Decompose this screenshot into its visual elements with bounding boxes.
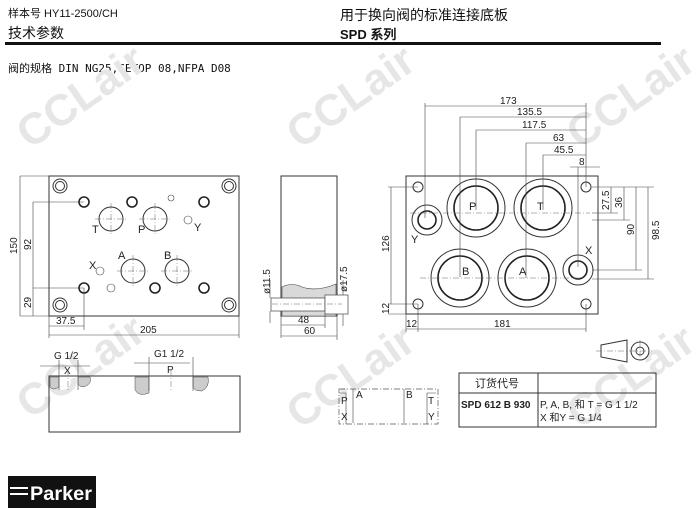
section-view: G 1/2 X G1 1/2 P (40, 349, 241, 433)
svg-text:A: A (356, 390, 363, 401)
port-label-t: T (537, 201, 544, 213)
series-title: SPD 系列 (340, 27, 397, 42)
port-label-y: Y (194, 222, 202, 234)
order-code: SPD 612 B 930 (461, 400, 531, 411)
order-table-header: 订货代号 (475, 376, 519, 390)
port-label-x: X (585, 245, 593, 257)
svg-text:92: 92 (23, 238, 34, 250)
svg-text:173: 173 (500, 96, 517, 107)
main-ports (95, 194, 193, 293)
order-spec-line2: X 和Y = G 1/4 (540, 412, 602, 424)
valve-spec: 阀的规格 DIN NG25,CETOP 08,NFPA D08 (8, 62, 231, 75)
svg-text:CCLair: CCLair (278, 35, 424, 158)
svg-text:Parker: Parker (30, 484, 93, 505)
svg-text:8: 8 (579, 157, 585, 168)
section-title: 技术参数 (8, 25, 64, 41)
thread-p: G1 1/2 (154, 349, 184, 360)
corner-bolt-holes (52, 178, 237, 313)
order-table: 订货代号 SPD 612 B 930 P, A, B, 和 T = G 1 1/… (458, 372, 657, 428)
catalog-number: 样本号 HY11-2500/CH (8, 8, 118, 20)
port-label-y: Y (411, 234, 419, 246)
header-rule (5, 42, 661, 45)
svg-text:12: 12 (406, 319, 418, 330)
svg-text:12: 12 (381, 302, 392, 314)
svg-text:135.5: 135.5 (517, 107, 542, 118)
svg-text:29: 29 (23, 296, 34, 308)
port-label-t: T (92, 224, 99, 236)
svg-text:CCLair: CCLair (278, 315, 424, 438)
svg-text:CCLair: CCLair (558, 35, 700, 158)
svg-text:P: P (341, 396, 348, 407)
port-label-a: A (519, 266, 527, 278)
port-p: P (167, 365, 174, 376)
svg-text:CCLair: CCLair (8, 35, 154, 158)
svg-text:90: 90 (626, 223, 637, 235)
svg-text:X: X (341, 412, 348, 423)
svg-text:60: 60 (304, 326, 316, 337)
front-view: T P Y X A B 150 92 29 37.5 205 (9, 175, 240, 338)
svg-text:45.5: 45.5 (554, 145, 574, 156)
svg-text:T: T (428, 396, 434, 407)
svg-text:36: 36 (614, 196, 625, 208)
projection-symbol-icon (596, 339, 652, 363)
parker-logo: Parker (8, 476, 96, 508)
svg-text:117.5: 117.5 (522, 120, 547, 131)
svg-text:B: B (406, 390, 413, 401)
port-label-a: A (118, 250, 126, 262)
svg-text:181: 181 (494, 319, 511, 330)
port-label-p: P (138, 224, 145, 236)
svg-text:126: 126 (381, 235, 392, 252)
svg-text:CCLair: CCLair (8, 305, 154, 428)
document-title: 用于换向阀的标准连接底板 (340, 7, 508, 23)
hydraulic-symbol: P X A B T Y (338, 388, 439, 425)
svg-text:205: 205 (140, 325, 157, 336)
svg-text:63: 63 (553, 133, 565, 144)
side-view: ø11.5 ø17.5 48 60 (262, 175, 350, 340)
svg-text:48: 48 (298, 315, 310, 326)
svg-text:ø17.5: ø17.5 (339, 266, 350, 292)
mounting-holes (78, 196, 210, 294)
port-label-x: X (89, 260, 97, 272)
port-label-b: B (462, 266, 469, 278)
thread-x: G 1/2 (54, 351, 79, 362)
svg-text:ø11.5: ø11.5 (262, 269, 273, 294)
bottom-view: P T B A Y X 173 135.5 117.5 63 45.5 8 27… (381, 96, 662, 332)
port-label-p: P (469, 201, 476, 213)
svg-text:37.5: 37.5 (56, 316, 76, 327)
port-label-b: B (164, 250, 171, 262)
svg-text:27.5: 27.5 (601, 190, 612, 210)
order-spec-line1: P, A, B, 和 T = G 1 1/2 (540, 399, 638, 411)
svg-text:150: 150 (9, 237, 20, 254)
port-x: X (64, 366, 71, 377)
watermarks: CCLair CCLair CCLair CCLair CCLair CCLai… (8, 35, 700, 438)
svg-text:Y: Y (428, 412, 435, 423)
svg-text:98.5: 98.5 (651, 220, 662, 240)
